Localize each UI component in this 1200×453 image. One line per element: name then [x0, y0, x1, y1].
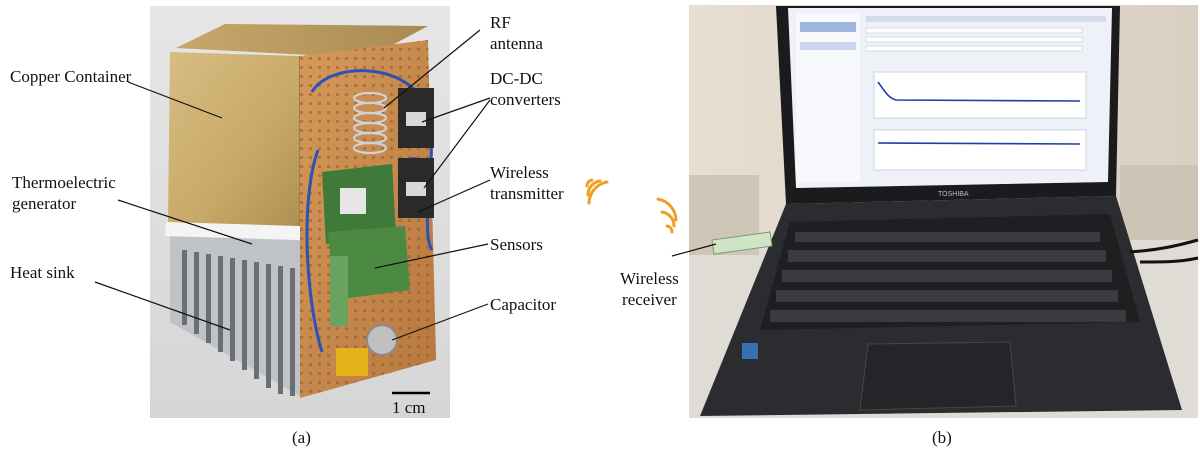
label-scale: 1 cm: [392, 398, 426, 417]
capacitor-image: [336, 324, 398, 376]
label-copper-container: Copper Container: [10, 67, 132, 86]
rf-antenna-image: [352, 91, 388, 155]
leader-line-receiver: [671, 243, 717, 257]
leader-lines-a: [94, 29, 491, 341]
label-rf-antenna: RF antenna: [490, 12, 543, 54]
laptop-keyboard-image: [700, 196, 1182, 416]
panel-b-photo: [689, 5, 1199, 418]
laptop-screen-image: [776, 6, 1120, 204]
label-wt-line1: Wireless: [490, 163, 549, 182]
label-dcdc-line2: converters: [490, 90, 561, 109]
cables-image: [1129, 238, 1199, 264]
caption-b: (b): [932, 428, 952, 447]
label-capacitor: Capacitor: [490, 295, 557, 314]
label-wr-line1: Wireless: [620, 269, 679, 288]
label-wireless-transmitter: Wireless transmitter: [490, 162, 564, 204]
wireless-transmitter-image: [322, 164, 396, 244]
label-wireless-receiver: Wireless receiver: [620, 268, 679, 310]
sensors-image: [328, 226, 410, 326]
caption-a: (a): [292, 428, 311, 447]
label-teg-line1: Thermoelectric: [12, 173, 116, 192]
label-heat-sink: Heat sink: [10, 263, 75, 282]
label-rf-line2: antenna: [490, 34, 543, 53]
label-wr-line2: receiver: [622, 290, 677, 309]
wifi-signal-icon: [656, 197, 678, 234]
label-rf-line1: RF: [490, 13, 511, 32]
laptop-brand-label: TOSHIBA: [938, 191, 969, 198]
wifi-signal-icon: [585, 178, 609, 205]
label-sensors: Sensors: [490, 235, 543, 254]
label-wt-line2: transmitter: [490, 184, 564, 203]
label-dcdc-converters: DC-DC converters: [490, 68, 561, 110]
panel-a-photo: [150, 6, 450, 418]
label-teg-line2: generator: [12, 194, 77, 213]
label-dcdc-line1: DC-DC: [490, 69, 543, 88]
wireless-receiver-image: [711, 231, 773, 255]
label-thermoelectric-generator: Thermoelectric generator: [12, 172, 116, 214]
